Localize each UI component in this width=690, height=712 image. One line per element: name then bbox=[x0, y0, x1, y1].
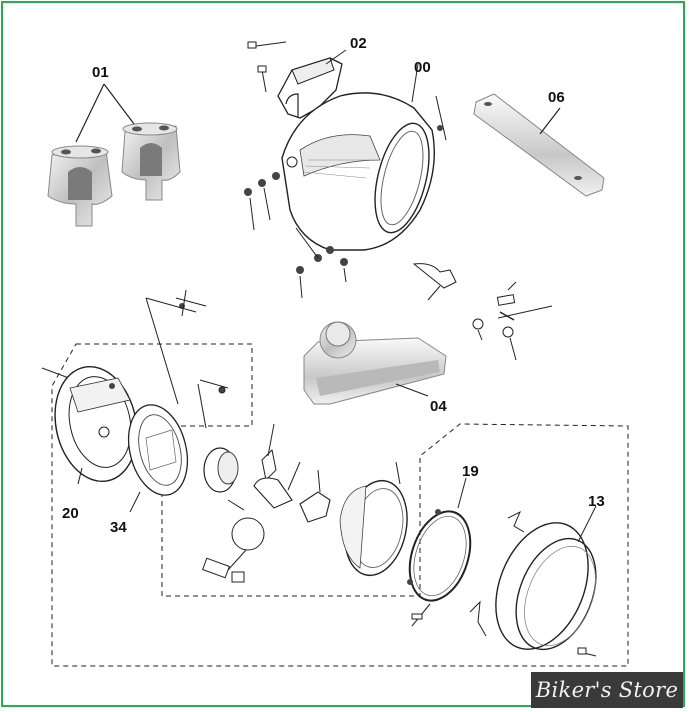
store-logo-badge: Biker's Store bbox=[531, 672, 683, 708]
leader-lines bbox=[41, 297, 229, 429]
callout-20: 20 bbox=[62, 505, 79, 522]
nut-set bbox=[244, 172, 348, 299]
bulb-assembly bbox=[202, 423, 301, 583]
small-hardware bbox=[175, 263, 553, 361]
callout-04: 04 bbox=[430, 398, 447, 415]
part-13-trim-rim bbox=[469, 505, 597, 657]
callout-34: 34 bbox=[110, 519, 127, 536]
part-02-top-bracket bbox=[247, 41, 347, 119]
callout-13: 13 bbox=[588, 493, 605, 510]
part-34-trim-ring bbox=[127, 404, 189, 513]
callout-01: 01 bbox=[92, 64, 109, 81]
part-19-retaining-ring bbox=[407, 477, 472, 627]
connector bbox=[299, 469, 331, 523]
part-00-headlight-housing bbox=[244, 63, 447, 299]
callout-06: 06 bbox=[548, 89, 565, 106]
part-01-riser-clamps bbox=[47, 83, 181, 227]
callout-02: 02 bbox=[350, 35, 367, 52]
sealed-beam-lamp bbox=[339, 461, 408, 577]
callout-00: 00 bbox=[414, 59, 431, 76]
part-04-chrome-visor bbox=[303, 321, 447, 405]
callout-19: 19 bbox=[462, 463, 479, 480]
part-06-mounting-strap bbox=[473, 93, 605, 197]
store-name: Biker's Store bbox=[535, 678, 679, 702]
